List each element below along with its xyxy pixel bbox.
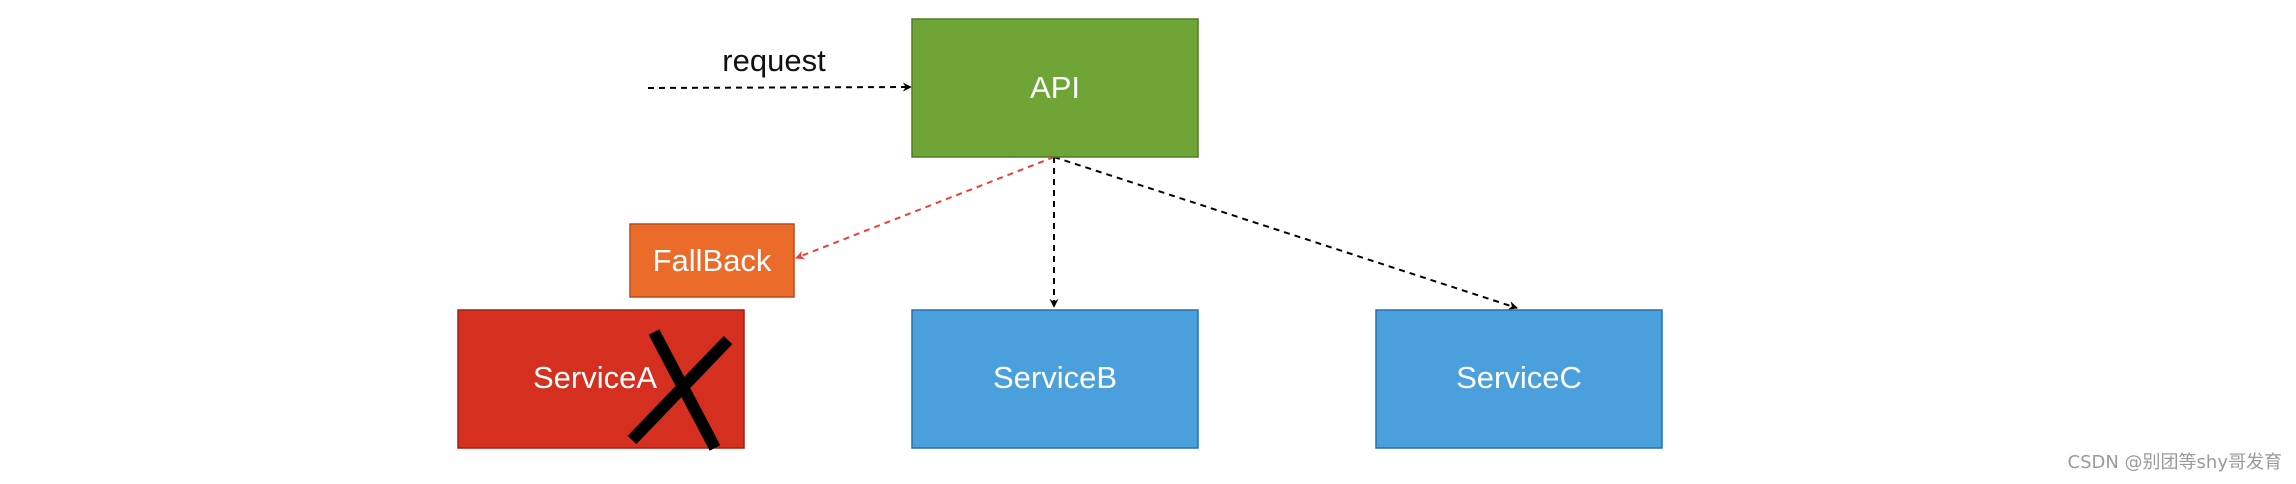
node-fallback-box	[629, 223, 795, 298]
node-service-b-label: ServiceB	[993, 360, 1117, 395]
node-api-label: API	[1030, 70, 1080, 105]
node-api: API	[911, 18, 1199, 158]
node-service-c: ServiceC	[1375, 309, 1663, 449]
node-fallback-label: FallBack	[653, 243, 772, 278]
node-service-a: ServiceA	[457, 309, 745, 451]
edges: request	[647, 43, 1518, 310]
node-service-c-box	[1375, 309, 1663, 449]
edge-request-to-api	[647, 82, 912, 92]
edge-api-to-fallback	[795, 156, 1055, 260]
node-service-c-label: ServiceC	[1456, 360, 1582, 395]
node-service-b-box	[911, 309, 1199, 449]
edge-label-request: request	[722, 43, 826, 78]
cross-mark-icon	[627, 329, 733, 451]
node-fallback: FallBack	[629, 223, 795, 298]
edge-api-to-service-c	[1053, 156, 1518, 310]
node-service-b: ServiceB	[911, 309, 1199, 449]
node-service-a-label: ServiceA	[533, 360, 657, 395]
watermark: CSDN @别团等shy哥发育	[2067, 452, 2282, 473]
node-api-box	[911, 18, 1199, 158]
